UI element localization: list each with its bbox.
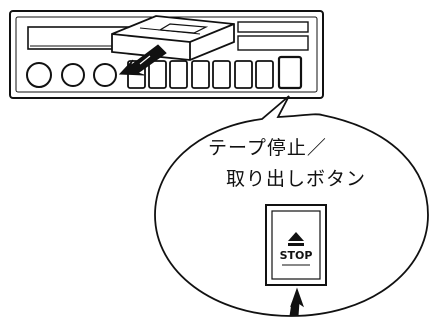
cassette-tape-groove xyxy=(139,27,201,35)
push-button-4 xyxy=(191,60,210,89)
press-arrow xyxy=(289,287,304,317)
eject-direction-arrow xyxy=(118,44,167,76)
callout-label-line2: 取り出しボタン xyxy=(226,168,367,190)
eject-icon xyxy=(288,232,304,246)
stop-button-label: STOP xyxy=(279,249,313,262)
push-button-7 xyxy=(255,60,274,89)
knob-3 xyxy=(93,63,117,87)
push-button-stop-target xyxy=(277,55,303,90)
push-button-6 xyxy=(234,60,253,89)
knob-1 xyxy=(26,62,52,88)
deck-outer-frame xyxy=(9,10,324,99)
knob-2 xyxy=(61,63,85,87)
eject-arrow-stripes xyxy=(139,55,151,65)
stop-button-closeup xyxy=(265,204,327,286)
push-button-3 xyxy=(169,60,188,89)
knobs xyxy=(26,62,117,88)
stop-button-face xyxy=(271,210,321,280)
display-window-bottom xyxy=(237,35,309,51)
eject-icon-triangle xyxy=(288,232,304,241)
press-arrow-shaft xyxy=(289,301,300,317)
push-button-2 xyxy=(148,60,167,89)
eject-icon-bar xyxy=(288,243,304,246)
eject-arrow-shape xyxy=(118,44,167,76)
display-window-top xyxy=(237,21,309,33)
push-button-5 xyxy=(212,60,231,89)
cassette-tape-body xyxy=(111,15,235,61)
callout-label-line1: テープ停止／ xyxy=(208,137,327,159)
cassette-tape xyxy=(111,15,235,61)
